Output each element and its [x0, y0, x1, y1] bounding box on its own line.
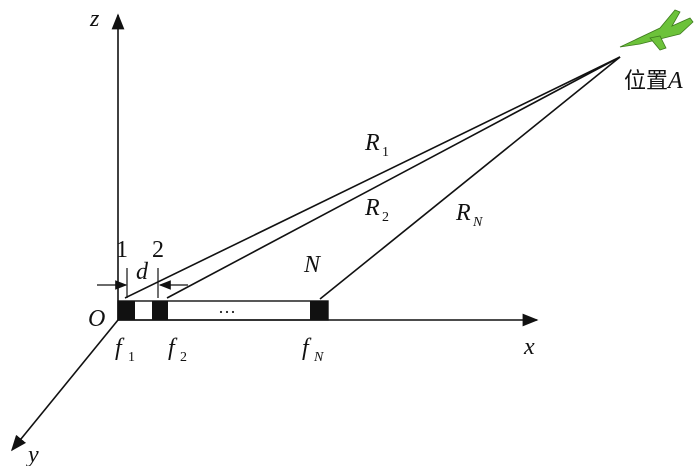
range-line-rn — [319, 56, 621, 300]
x-axis-label: x — [523, 334, 535, 360]
f1-sub: 1 — [128, 350, 135, 365]
element-n-label: N — [303, 252, 322, 278]
r1-label: R — [364, 130, 380, 156]
element-2 — [152, 301, 168, 320]
y-axis — [10, 319, 119, 452]
f2-sub: 2 — [180, 350, 187, 365]
z-axis-label: z — [89, 6, 100, 32]
position-label: 位置 — [624, 69, 668, 94]
element-1-label: 1 — [116, 237, 128, 263]
position-letter: A — [666, 68, 683, 94]
origin-label: O — [88, 306, 105, 332]
aircraft-icon — [619, 9, 694, 51]
element-n — [310, 301, 328, 320]
range-line-r2 — [166, 56, 621, 299]
rn-label: R — [455, 200, 471, 226]
f1-label: f — [115, 335, 125, 361]
ellipsis: ··· — [218, 302, 236, 322]
spacing-label: d — [136, 259, 149, 285]
rn-sub: N — [472, 215, 483, 230]
fn-sub: N — [313, 350, 324, 365]
element-1 — [118, 301, 135, 320]
range-line-r1 — [124, 56, 621, 299]
f2-label: f — [168, 335, 178, 361]
y-axis-label: y — [26, 442, 39, 466]
r2-sub: 2 — [382, 210, 389, 225]
r1-sub: 1 — [382, 145, 389, 160]
r2-label: R — [364, 195, 380, 221]
element-2-label: 2 — [152, 237, 164, 263]
fn-label: f — [302, 335, 312, 361]
